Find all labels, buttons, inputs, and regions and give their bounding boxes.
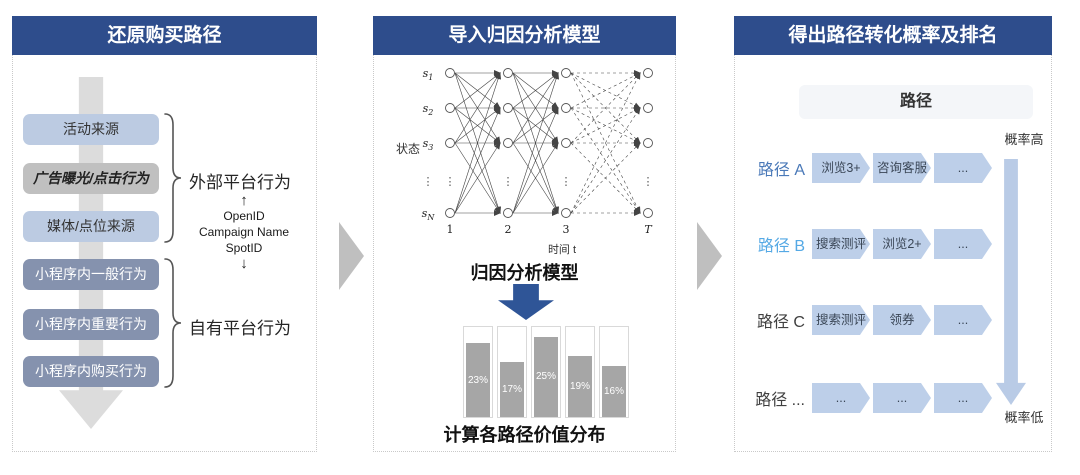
up-arrow-icon: ↑: [240, 192, 248, 209]
box-miniapp-general: 小程序内一般行为: [23, 259, 159, 290]
svg-text:2: 2: [505, 223, 512, 236]
path-column-header: 路径: [799, 85, 1033, 119]
bar-column: 17%: [497, 326, 527, 418]
svg-text:3: 3: [563, 223, 570, 236]
bar-column: 25%: [531, 326, 561, 418]
bar-value-label: 25%: [535, 371, 556, 383]
svg-text:⋮: ⋮: [445, 176, 456, 188]
label-own-platform-behavior: 自有平台行为: [189, 319, 291, 338]
model-to-chart-arrow: [498, 284, 554, 320]
svg-text:⋮: ⋮: [561, 176, 572, 188]
path-step: ...: [873, 383, 931, 413]
bar-column: 19%: [565, 326, 595, 418]
chart-caption: 计算各路径价值分布: [443, 425, 606, 445]
svg-text:状态: 状态: [396, 142, 420, 156]
connector-arrow-1: [339, 222, 364, 290]
path-row-etc: 路径 ... ... ... ...: [735, 383, 992, 413]
bar-value-label: 23%: [467, 374, 488, 386]
box-ad-exposure-click: 广告曝光/点击行为: [23, 163, 159, 194]
bar-fill: 16%: [602, 365, 626, 417]
box-miniapp-purchase: 小程序内购买行为: [23, 356, 159, 387]
path-step: 浏览2+: [873, 229, 931, 259]
model-caption: 归因分析模型: [470, 263, 579, 283]
panel-title-middle: 导入归因分析模型: [373, 16, 676, 55]
svg-text:s3: s3: [423, 137, 434, 152]
connector-arrow-2: [697, 222, 722, 290]
brace-internal-group: [164, 258, 182, 388]
path-row-b: 路径 B 搜索测评 浏览2+ ...: [735, 229, 992, 259]
bar-fill: 17%: [500, 362, 524, 417]
svg-text:⋮: ⋮: [423, 176, 434, 188]
svg-text:1: 1: [447, 223, 454, 236]
svg-text:⋮: ⋮: [503, 176, 514, 188]
path-step: ...: [934, 383, 992, 413]
panel-title-right: 得出路径转化概率及排名: [734, 16, 1052, 55]
path-row-c: 路径 C 搜索测评 领券 ...: [735, 305, 992, 335]
path-step: 领券: [873, 305, 931, 335]
svg-text:T: T: [644, 223, 653, 236]
path-row-label: 路径 A: [757, 162, 805, 179]
path-step: 咨询客服: [873, 153, 931, 183]
path-row-label: 路径 C: [756, 314, 805, 331]
bar-column: 16%: [599, 326, 629, 418]
svg-text:s2: s2: [423, 102, 434, 117]
probability-high-label: 概率高: [1004, 132, 1044, 147]
down-arrow-icon: ↓: [240, 255, 248, 272]
probability-rank-arrow: [996, 159, 1026, 405]
panel-restore-purchase-path: 还原购买路径 活动来源 广告曝光/点击行为 媒体/点位来源 小程序内一般行为 小…: [12, 16, 317, 452]
path-value-bar-chart: 23% 17% 25% 19% 16%: [463, 326, 633, 418]
id-mapping-column: ↑ OpenID Campaign Name SpotID ↓: [169, 193, 319, 271]
bar-value-label: 19%: [569, 380, 590, 392]
panel-path-ranking: 得出路径转化概率及排名 路径 概率高 概率低 路径 A 浏览3+ 咨询客服 ..…: [734, 16, 1052, 452]
path-step: 浏览3+: [812, 153, 870, 183]
path-step: 搜索测评: [812, 305, 870, 335]
box-activity-source: 活动来源: [23, 114, 159, 145]
path-step: ...: [934, 153, 992, 183]
bar-value-label: 16%: [603, 385, 624, 397]
svg-text:sN: sN: [422, 207, 436, 222]
path-step: ...: [934, 229, 992, 259]
bar-fill: 25%: [534, 336, 558, 417]
path-row-label: 路径 ...: [755, 392, 805, 409]
path-step: ...: [812, 383, 870, 413]
id-line-openid: OpenID: [223, 209, 265, 223]
path-row-label: 路径 B: [757, 238, 805, 255]
bar-column: 23%: [463, 326, 493, 418]
label-external-platform-behavior: 外部平台行为: [189, 173, 291, 192]
path-step: 搜索测评: [812, 229, 870, 259]
path-step: ...: [934, 305, 992, 335]
bar-value-label: 17%: [501, 384, 522, 396]
id-line-campaign-name: Campaign Name: [198, 225, 290, 239]
svg-text:s1: s1: [423, 67, 434, 82]
panel-title-left: 还原购买路径: [12, 16, 317, 55]
bar-fill: 23%: [466, 343, 490, 417]
svg-text:⋮: ⋮: [643, 176, 654, 188]
bar-fill: 19%: [568, 355, 592, 417]
probability-low-label: 概率低: [1004, 410, 1044, 425]
brace-external-group: [164, 113, 182, 243]
id-line-spotid: SpotID: [225, 241, 263, 255]
box-miniapp-important: 小程序内重要行为: [23, 309, 159, 340]
box-media-spot-source: 媒体/点位来源: [23, 211, 159, 242]
svg-text:时间 t: 时间 t: [548, 243, 576, 256]
path-row-a: 路径 A 浏览3+ 咨询客服 ...: [735, 153, 992, 183]
